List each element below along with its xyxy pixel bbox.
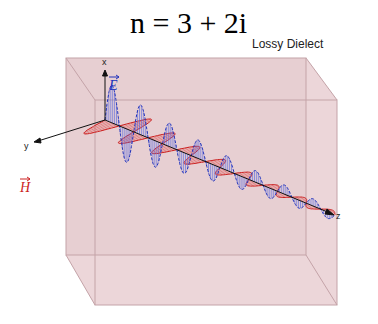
back-face — [66, 58, 306, 255]
field-label: H — [20, 181, 30, 195]
axis-label: x — [102, 58, 107, 67]
axis-label: y — [24, 142, 29, 151]
material-label: Lossy Dielect — [252, 38, 323, 50]
e-field-wave — [105, 85, 335, 219]
wave-field — [84, 85, 335, 219]
e-field-vectors — [105, 86, 335, 219]
h-field-wave — [84, 119, 335, 215]
field-label: E — [109, 79, 118, 93]
block-edges — [66, 58, 337, 305]
vector-arrows — [20, 75, 119, 181]
refractive-index-title: n = 3 + 2i — [130, 8, 247, 38]
dielectric-block — [66, 58, 337, 305]
axis-label: z — [336, 212, 341, 221]
axes — [34, 70, 334, 215]
h-field-vectors — [84, 119, 335, 215]
